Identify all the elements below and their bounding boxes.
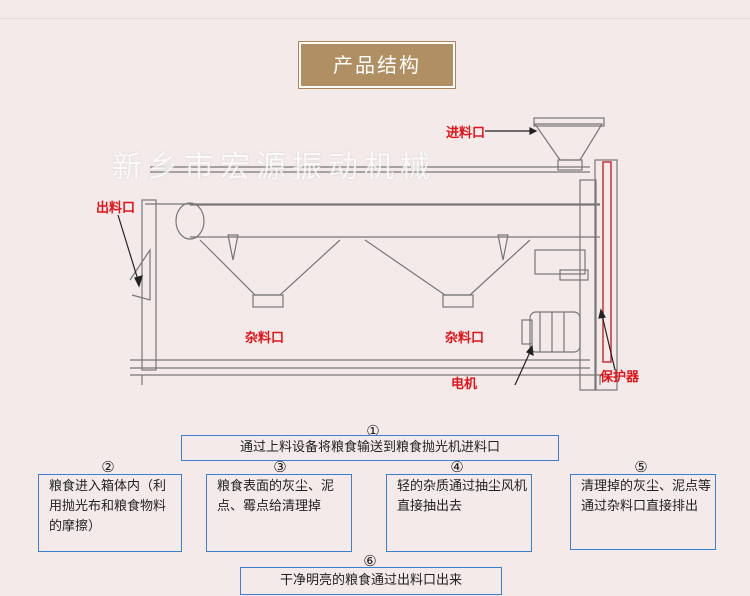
machine-diagram	[117, 117, 618, 391]
step-3-number: ③	[273, 458, 287, 476]
step-5-number: ⑤	[634, 458, 648, 476]
step-6-number: ⑥	[363, 552, 377, 570]
step-4-box: 轻的杂质通过抽尘风机直接抽出去	[386, 474, 532, 552]
step-4-number: ④	[450, 458, 464, 476]
step-2-number: ②	[101, 458, 115, 476]
impurity-outlet-label-2: 杂料口	[445, 331, 485, 346]
inlet-label: 进料口	[446, 126, 486, 141]
top-divider	[0, 18, 750, 19]
step-6-box: 干净明亮的粮食通过出料口出来	[240, 567, 502, 595]
step-3-box: 粮食表面的灰尘、泥点、霉点给清理掉	[206, 474, 352, 552]
step-1-box: 通过上料设备将粮食输送到粮食抛光机进料口	[181, 435, 559, 461]
step-5-box: 清理掉的灰尘、泥点等通过杂料口直接排出	[570, 474, 716, 550]
impurity-outlet-label-1: 杂料口	[245, 331, 285, 346]
motor-label: 电机	[451, 377, 478, 392]
watermark: 新乡市宏源振动机械	[112, 150, 436, 185]
protector-label: 保护器	[600, 370, 640, 385]
section-title: 产品结构	[298, 41, 456, 89]
outlet-label: 出料口	[96, 201, 136, 216]
step-2-box: 粮食进入箱体内（利用抛光布和粮食物料的摩擦）	[38, 474, 182, 552]
